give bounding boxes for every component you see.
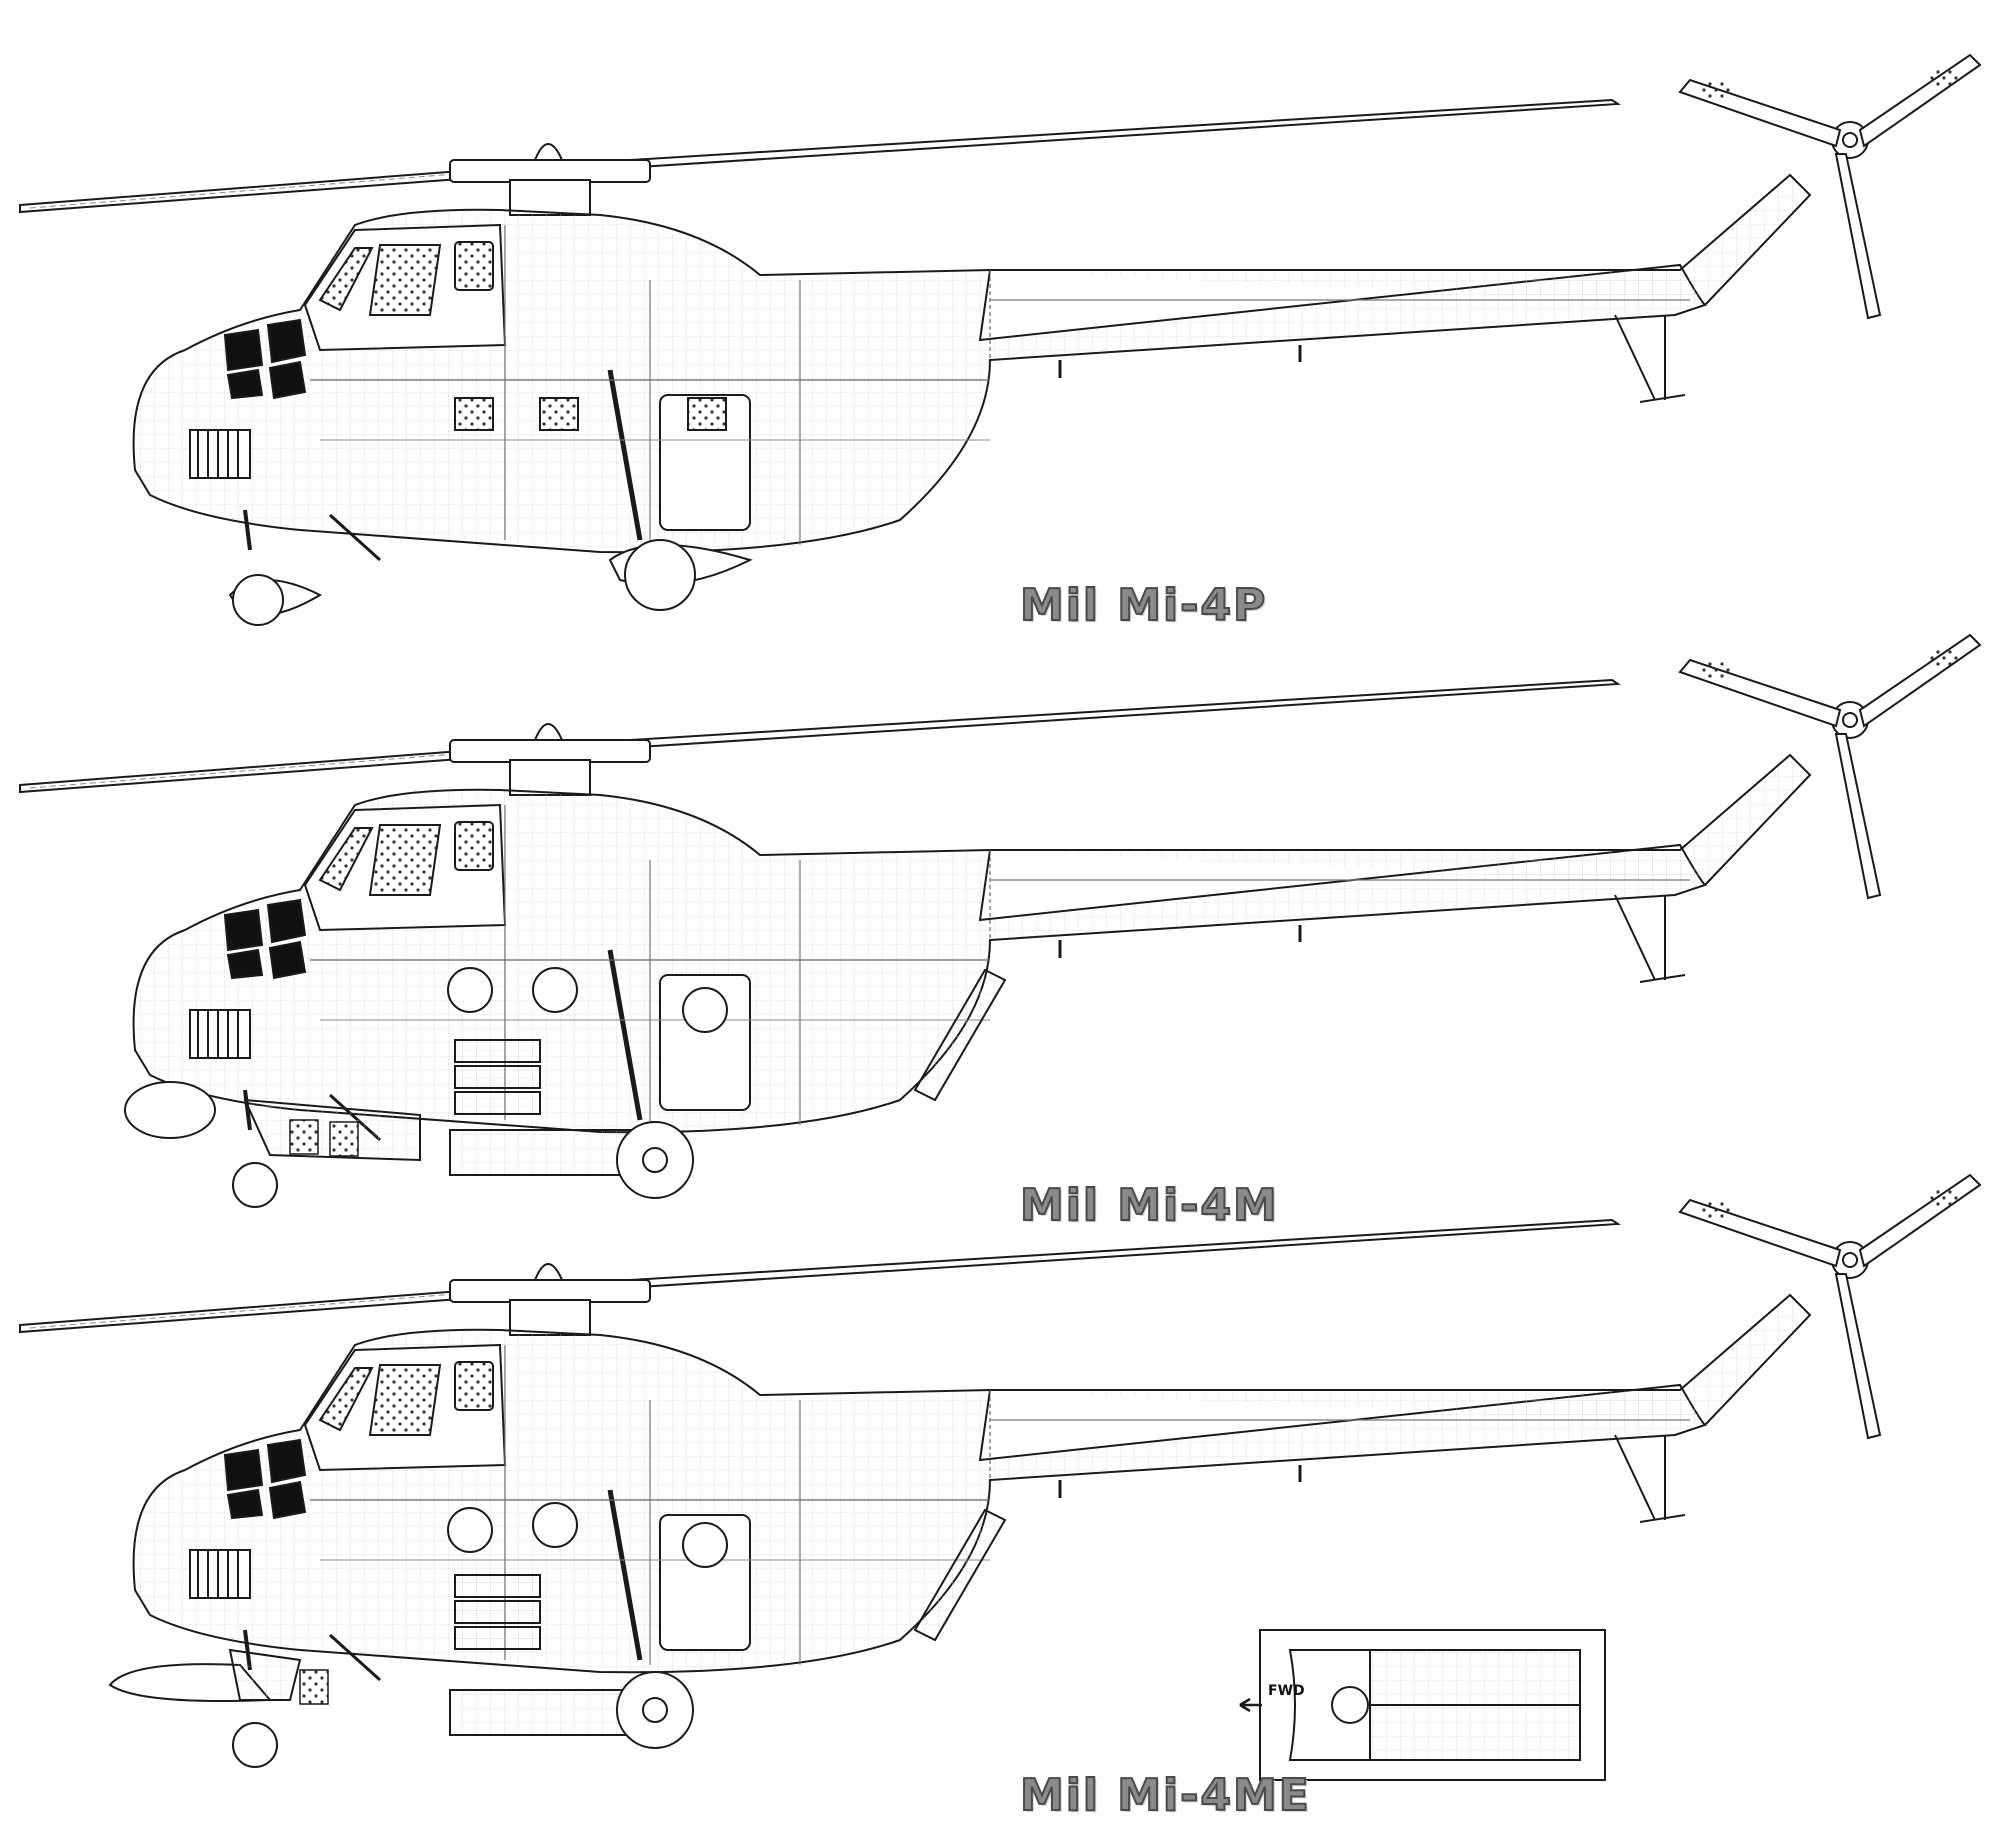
fwd-direction-label: FWD <box>1268 1683 1305 1699</box>
view-mi-4p <box>20 55 1980 626</box>
caption-mi-4me: Mil Mi-4ME <box>1019 1769 1311 1822</box>
view-mi-4m <box>20 635 1980 1208</box>
view-mi-4me <box>20 1175 1980 1768</box>
underside-inset <box>1239 1629 1606 1781</box>
caption-mi-4p: Mil Mi-4P <box>1019 579 1268 632</box>
caption-mi-4m: Mil Mi-4M <box>1019 1179 1279 1232</box>
